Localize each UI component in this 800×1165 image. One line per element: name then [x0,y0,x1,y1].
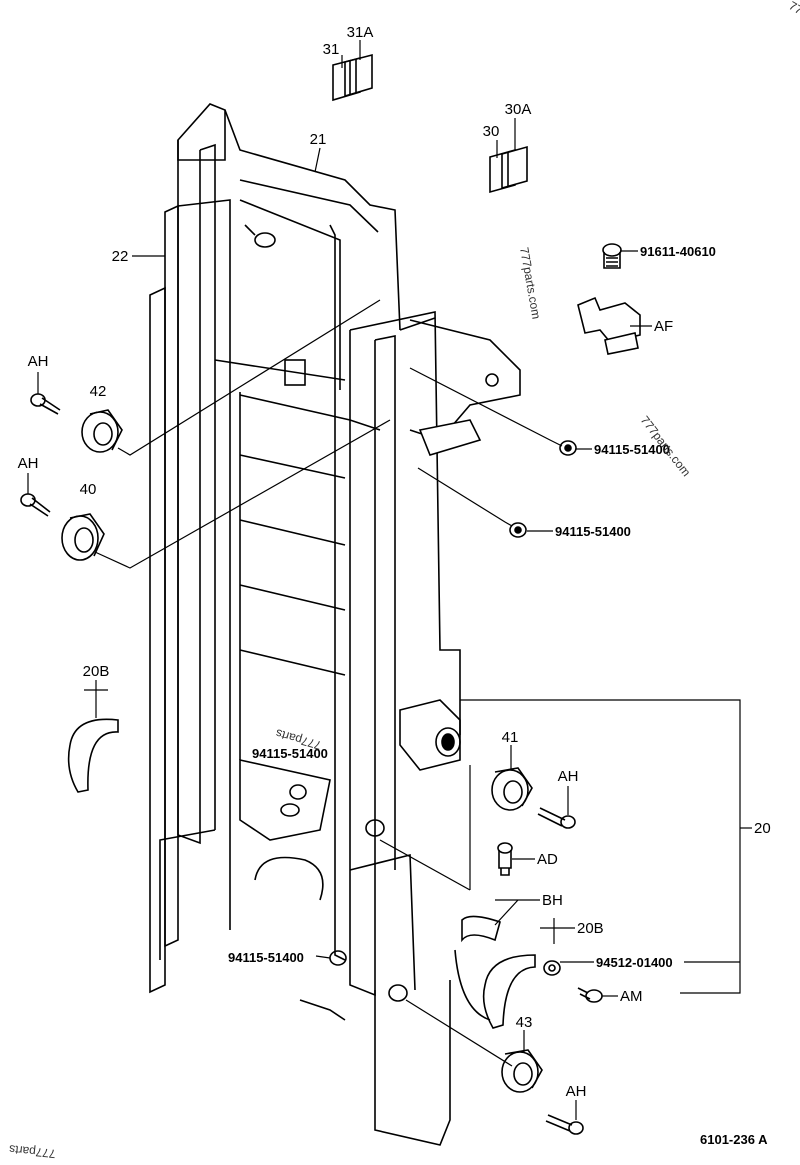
label-30: 30 [483,123,500,140]
nut-94115-d [330,951,346,965]
label-bh: BH [542,892,563,909]
inner-mast-21 [160,104,520,1145]
label-20b-right: 20B [577,920,604,937]
nut-94115-b [510,523,526,537]
label-30a: 30A [505,101,532,118]
nut-94115-a [560,441,576,455]
side-roller-housing [400,700,460,770]
label-22: 22 [112,248,129,265]
label-31a: 31A [347,24,374,41]
watermark-1: 777parts.com [517,246,543,320]
label-ah-4: AH [566,1083,587,1100]
watermark-4: 777parts [8,1142,56,1160]
bolt-91611 [603,244,621,268]
bearing-41 [492,768,532,810]
bearing-42 [82,410,122,452]
bolt-ah-3 [538,808,575,828]
label-94115-51400-b: 94115-51400 [555,524,631,539]
lower-roller-studs [366,820,407,1001]
watermark-5: 777 [787,0,800,21]
label-ah-3: AH [558,768,579,785]
label-ah-2: AH [18,455,39,472]
nut-94115-c [290,785,306,799]
shoe-pad-20b-left [69,719,118,792]
label-20b-left: 20B [83,663,110,680]
label-ad: AD [537,851,558,868]
label-af: AF [654,318,673,335]
outer-mast-rail-22 [150,200,230,992]
label-91611-40610: 91611-40610 [640,244,716,259]
grease-fitting-ad [498,843,512,875]
bolt-ah-2 [21,494,50,516]
bolt-am [578,988,602,1002]
label-21: 21 [310,131,327,148]
label-94512-01400: 94512-01400 [596,955,673,970]
label-94115-51400-d: 94115-51400 [228,950,304,965]
washer-94512 [544,961,560,975]
label-ah-1: AH [28,353,49,370]
label-am: AM [620,988,643,1005]
drawing-number: 6101-236 A [700,1132,768,1147]
label-20: 20 [754,820,771,837]
part-31-clip [333,55,372,100]
part-30-clip [490,147,527,192]
label-41: 41 [502,729,519,746]
label-31: 31 [323,41,340,58]
bolt-ah-1 [31,394,60,414]
bolt-ah-4 [546,1115,583,1134]
label-40: 40 [80,481,97,498]
label-42: 42 [90,383,107,400]
upper-roller-stud [245,225,305,385]
bearing-43 [502,1050,542,1092]
label-43: 43 [516,1014,533,1031]
